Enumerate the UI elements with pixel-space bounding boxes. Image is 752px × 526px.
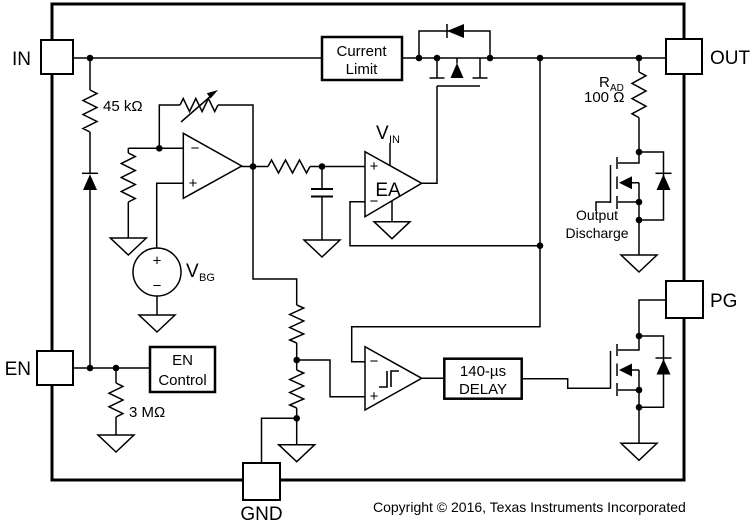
active-discharge-resistor <box>630 71 648 119</box>
hysteresis-icon <box>379 370 399 388</box>
rad-sub-label: AD <box>610 83 624 94</box>
variable-resistor-arrow <box>180 94 213 123</box>
pin-pg-label: PG <box>710 291 737 312</box>
pg-fet <box>609 299 672 443</box>
pins <box>36 38 704 501</box>
en-control-line1: EN <box>172 352 193 369</box>
pin-gnd-label: GND <box>240 504 282 525</box>
ea-minus: − <box>370 193 379 210</box>
comparator-plus: + <box>370 388 379 405</box>
ground-vbg <box>137 314 177 334</box>
delay-line2: DELAY <box>459 381 507 398</box>
rad-value-label: 100 Ω <box>584 89 624 106</box>
ic-boundary <box>50 2 686 482</box>
bandgap-ground-resistor <box>119 152 137 203</box>
pin-in-box <box>40 39 74 75</box>
output-discharge-line1: Output <box>576 207 618 223</box>
input-resistor-label: 45 kΩ <box>103 98 143 115</box>
enable-clamp-diode <box>82 172 98 190</box>
enable-resistor-label: 3 MΩ <box>129 404 165 421</box>
ground-capacitor <box>302 239 342 259</box>
vbg-minus-sign: − <box>153 278 162 295</box>
pin-en-label: EN <box>5 359 31 380</box>
vbg-sub-label: BG <box>199 272 215 284</box>
copyright-text: Copyright © 2016, Texas Instruments Inco… <box>373 499 686 515</box>
current-limit-block: Current Limit <box>320 35 404 82</box>
ground-enable-resistor <box>96 434 136 454</box>
resistors <box>81 71 648 418</box>
enable-resistor-3m <box>107 382 125 418</box>
en-control-block: EN Control <box>148 345 217 394</box>
pin-en-box <box>36 350 74 386</box>
pass-fet <box>418 24 491 87</box>
ground-bandgap-resistor <box>108 237 149 257</box>
vbg-name-label: V <box>186 261 199 282</box>
error-amplifier: + − EA <box>364 143 424 222</box>
vin-sub-label: IN <box>389 134 400 146</box>
ea-plus: + <box>370 158 379 175</box>
en-control-line2: Control <box>158 372 206 389</box>
vbg-source: + − <box>132 247 182 297</box>
discharge-fet-gate <box>595 201 611 211</box>
vbg-plus-sign: + <box>153 253 162 270</box>
pin-pg-box <box>665 280 704 319</box>
variable-feedback-resistor <box>179 96 219 114</box>
bandgap-amp-minus: − <box>191 140 200 157</box>
pin-out-label: OUT <box>710 48 751 69</box>
bandgap-amplifier: − + <box>182 132 244 200</box>
junction-dots <box>86 54 643 422</box>
series-filter-resistor <box>267 158 311 175</box>
pin-in-label: IN <box>12 49 31 70</box>
pin-out-box <box>665 38 703 75</box>
ground-discharge-fet <box>619 254 659 274</box>
current-limit-line1: Current <box>336 43 387 60</box>
ea-label: EA <box>375 180 401 201</box>
bandgap-amp-plus: + <box>189 175 198 192</box>
filter-capacitor <box>311 188 333 198</box>
ground-divider <box>276 443 317 463</box>
vin-name-label: V <box>376 123 389 144</box>
pass-fet-body-diode <box>418 30 491 58</box>
ground-symbols <box>96 220 659 463</box>
wires <box>73 57 666 463</box>
output-discharge-fet <box>595 151 672 255</box>
output-discharge-line2: Discharge <box>565 225 628 241</box>
delay-line1: 140-µs <box>460 363 506 380</box>
input-resistor-45k <box>81 89 99 133</box>
comparator-minus: − <box>370 353 379 370</box>
pin-gnd-box <box>242 462 281 501</box>
current-limit-line2: Limit <box>346 61 379 78</box>
delay-block: 140-µs DELAY <box>443 357 523 400</box>
ground-ea <box>372 220 412 240</box>
ground-pg-fet <box>619 442 659 462</box>
divider-bottom-resistor <box>287 369 306 409</box>
pg-comparator: − + <box>364 345 424 412</box>
rad-name-label: R <box>599 74 610 91</box>
divider-top-resistor <box>287 304 306 344</box>
labels: IN OUT EN PG GND 45 kΩ 3 MΩ R AD 100 Ω V… <box>5 48 751 525</box>
